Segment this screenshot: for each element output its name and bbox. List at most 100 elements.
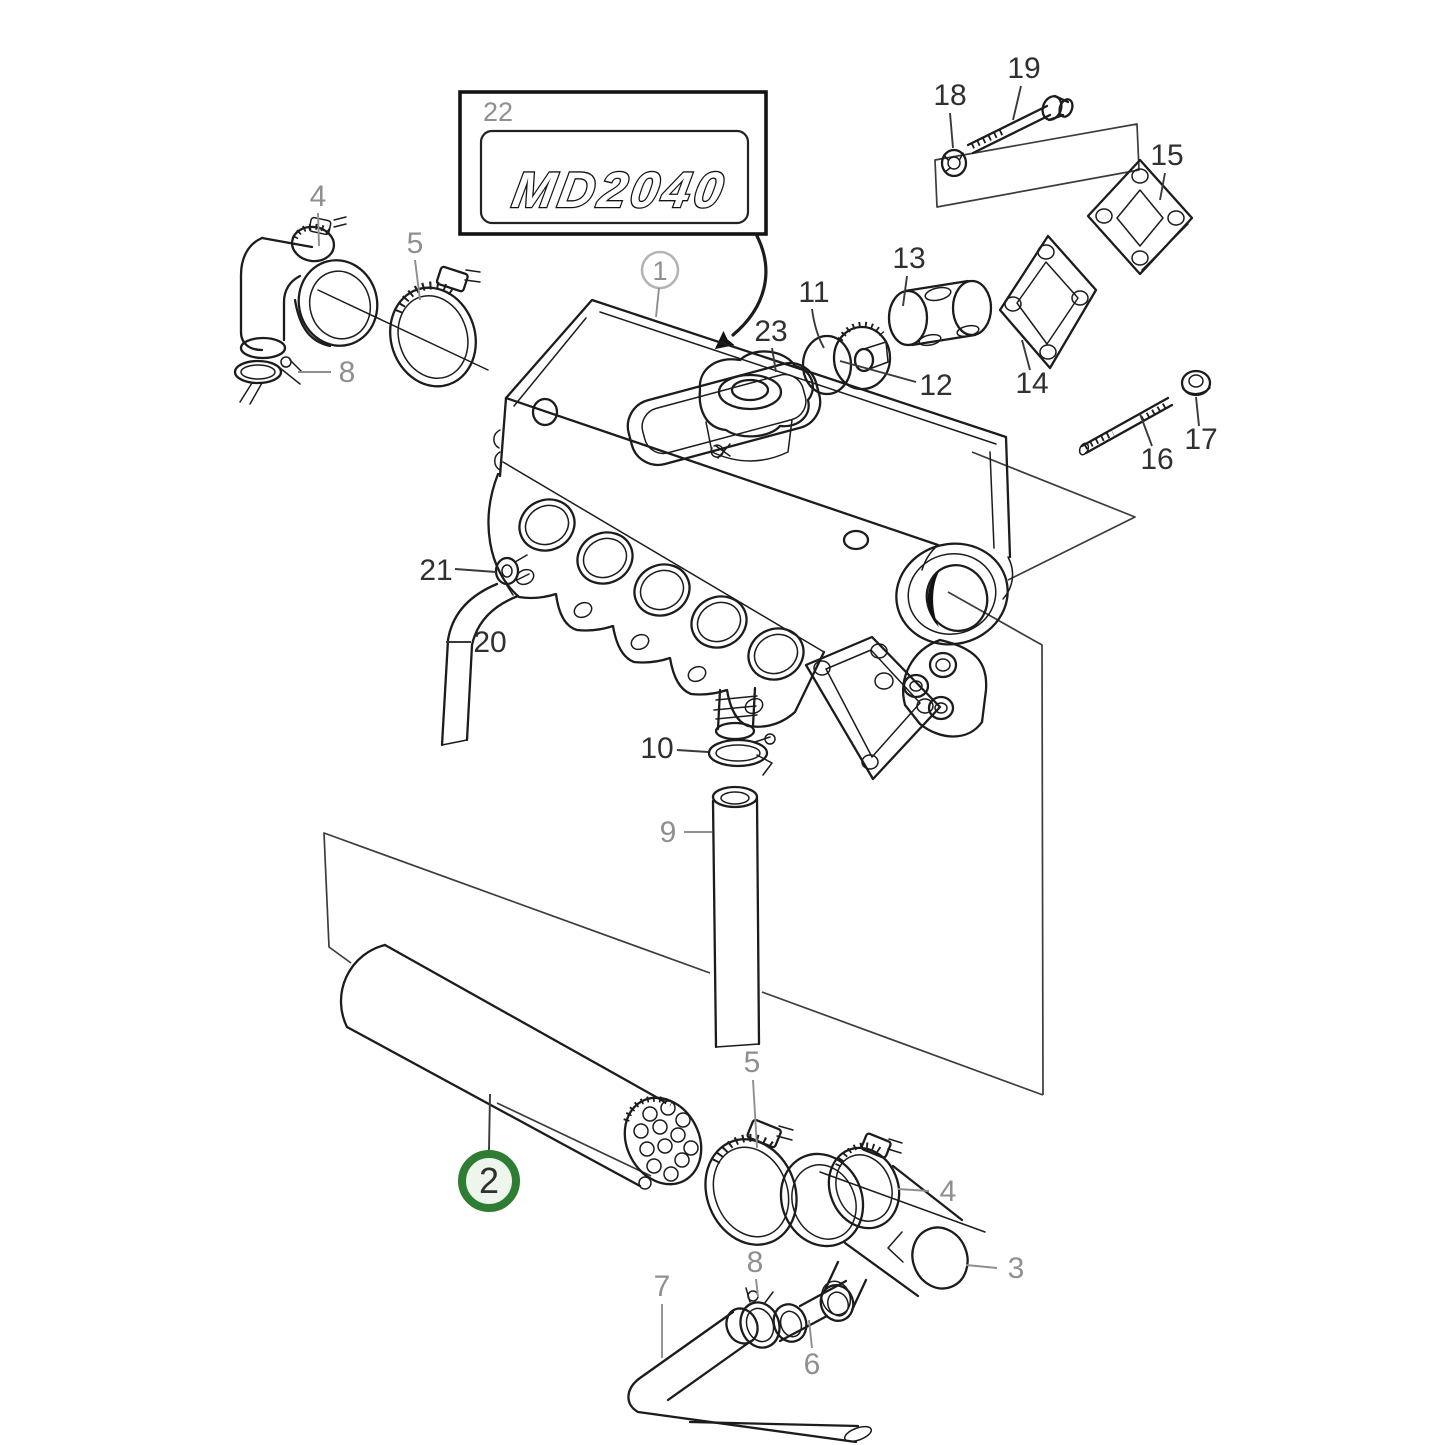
plug-pad-outline [902, 638, 988, 738]
callout-22[interactable]: 22 [483, 97, 513, 127]
callout-21[interactable]: 21 [419, 554, 497, 587]
callout-3[interactable]: 3 [965, 1252, 1025, 1285]
callout-20-label: 20 [473, 626, 506, 659]
filler-cap-hole [730, 378, 770, 402]
bolt-head-end [1058, 98, 1074, 118]
part-insert-cylinder [339, 943, 703, 1190]
filler-cap-wing [698, 350, 814, 438]
outlet-neck [921, 544, 1014, 600]
exhaust-port-inner [696, 601, 742, 643]
wire-clamp-ring-inner [240, 364, 276, 380]
callout-12[interactable]: 12 [839, 360, 953, 402]
flange-corner-hole [870, 643, 888, 659]
square-flange-outer [804, 635, 942, 781]
callout-14[interactable]: 14 [1015, 339, 1049, 400]
clamp-band-outer [389, 286, 477, 388]
callout-19[interactable]: 19 [1007, 52, 1041, 121]
callout-15[interactable]: 15 [1150, 139, 1184, 201]
part-pipe-20 [440, 582, 520, 747]
gasket-hole [1039, 344, 1057, 360]
group-sheet-outlines [323, 123, 1140, 1177]
barb-end [714, 721, 756, 741]
callout-4a[interactable]: 4 [310, 180, 327, 247]
part-hose-7 [627, 1307, 873, 1444]
callout-23[interactable]: 23 [754, 315, 788, 373]
callout-8b[interactable]: 8 [747, 1246, 764, 1298]
callout-16-leader [1139, 413, 1153, 447]
callout-13[interactable]: 13 [892, 242, 926, 307]
callout-9[interactable]: 9 [660, 816, 712, 849]
elbow-inner [282, 274, 302, 342]
outlet-outer [895, 542, 1009, 646]
clamp10-ring [707, 738, 769, 768]
plate-opening [1116, 189, 1164, 247]
callout-3-leader [965, 1264, 998, 1269]
fitting-body [494, 556, 520, 586]
callout-5a-leader [414, 259, 421, 301]
clamp8b-pin [745, 1287, 774, 1305]
nut-bore [947, 156, 961, 170]
callout-2-leader [488, 1093, 491, 1151]
part-fitting [494, 554, 530, 596]
callout-6-label: 6 [804, 1348, 821, 1381]
clamp5b-hatch [712, 1133, 775, 1164]
pipe9-top [711, 785, 759, 809]
callout-12-leader [839, 360, 917, 383]
hose-end-outer [297, 259, 379, 347]
part-wire-clamp [233, 356, 303, 405]
pipe9-bore [720, 791, 750, 805]
callout-2-circle-ring [458, 1150, 520, 1212]
callout-5b[interactable]: 5 [744, 1046, 761, 1149]
callout-2-highlight[interactable]: 2 [458, 1093, 520, 1212]
callout-8a[interactable]: 8 [298, 356, 355, 389]
hose6-end [772, 1303, 808, 1343]
callout-5a-label: 5 [407, 227, 424, 260]
clamp4b-inner [835, 1154, 893, 1222]
callout-7[interactable]: 7 [654, 1270, 671, 1358]
callout-16[interactable]: 16 [1139, 413, 1174, 476]
callout-23-label: 23 [754, 315, 787, 348]
callout-6[interactable]: 6 [804, 1319, 821, 1381]
callout-18-leader [949, 112, 954, 149]
callout-1[interactable]: 1 [640, 250, 680, 318]
part-manifold-body [487, 298, 1014, 781]
callout-11[interactable]: 11 [798, 276, 830, 349]
callout-4a-leader [317, 212, 320, 247]
hose7-outer [627, 1310, 858, 1444]
exhaust-port [518, 498, 576, 552]
callout-4b[interactable]: 4 [897, 1175, 957, 1208]
connector-cut-line [819, 1171, 986, 1233]
sleeve-slot [956, 324, 980, 338]
callout-17[interactable]: 17 [1184, 396, 1218, 456]
callout-14-leader [1021, 339, 1031, 371]
callout-20[interactable]: 20 [446, 626, 507, 659]
callout-18[interactable]: 18 [933, 79, 967, 149]
hose6-far-end [820, 1280, 852, 1316]
manifold-port-flange [487, 472, 826, 728]
bolt-threads [970, 129, 1004, 149]
flange-scalloped-edge [487, 472, 826, 728]
callout-4b-label: 4 [940, 1175, 957, 1208]
callout-5a[interactable]: 5 [407, 227, 424, 301]
part-hose-clamp-5b [704, 1118, 798, 1246]
flange-nut-body [1180, 369, 1212, 397]
exhaust-port [576, 531, 634, 585]
plate-hole [1095, 208, 1113, 224]
clamp10-ring-inner [715, 744, 761, 762]
manifold-water-outlet [895, 542, 1014, 646]
sheet-mid-right [971, 451, 1136, 581]
pipe-plug-inner [909, 680, 923, 692]
pipe-inner [465, 594, 520, 742]
callout-10[interactable]: 10 [640, 732, 709, 765]
wire-clamp-ring [233, 359, 283, 385]
clamp10-pin [754, 736, 773, 776]
part-connector-3 [779, 1152, 986, 1322]
sleeve-front [887, 289, 929, 347]
stud-end [1078, 442, 1090, 456]
clamp4b-hatch [835, 1142, 884, 1168]
callout-3-label: 3 [1008, 1252, 1025, 1285]
part-flange-nut [1180, 369, 1212, 397]
flange-bolt-hole [630, 633, 650, 651]
connector-body [843, 1164, 964, 1298]
